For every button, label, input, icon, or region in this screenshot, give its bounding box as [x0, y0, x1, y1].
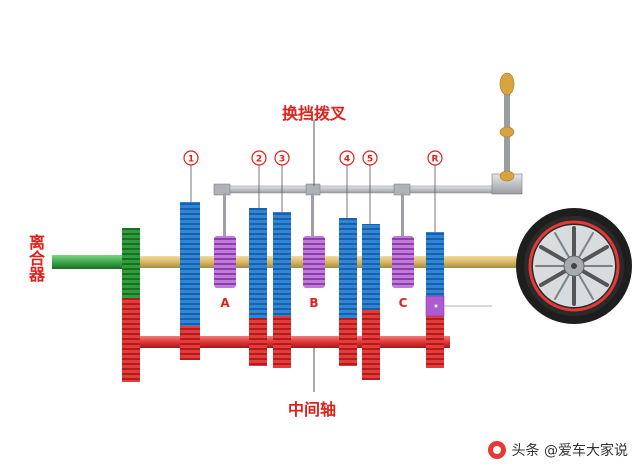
input-gear [122, 228, 140, 298]
gear-2-main [249, 208, 267, 318]
gear-5-main [362, 224, 380, 310]
shift-fork-label: 换挡拨叉 [282, 104, 347, 123]
fork-collar-a [213, 183, 231, 196]
fork-leg-a [223, 193, 226, 237]
clutch-label: 离合器 [26, 234, 45, 282]
gear-r-counter [426, 316, 444, 368]
gear-3-counter [273, 316, 291, 368]
wheel-icon [516, 208, 632, 324]
gear-3-number: 3 [279, 155, 285, 165]
sync-c-label: C [399, 296, 408, 310]
gear-1-main [180, 202, 200, 326]
gear-4-number: 4 [344, 155, 350, 165]
gear-2-counter [249, 318, 267, 366]
gear-4-counter [339, 318, 357, 366]
synchronizer-b [303, 236, 325, 288]
gear-5-number: 5 [367, 155, 373, 165]
gear-3-main [273, 212, 291, 316]
input-shaft [52, 255, 132, 269]
gear-1-counter [180, 326, 200, 360]
gear-number-markers [183, 150, 443, 232]
synchronizer-a [214, 236, 236, 288]
gear-r-number: R [432, 155, 439, 165]
shift-rail [213, 185, 505, 194]
counter-drive-gear [122, 298, 140, 382]
gear-1-number: 1 [188, 155, 194, 165]
sync-b-label: B [309, 296, 318, 310]
countershaft-label: 中间轴 [288, 400, 337, 419]
fork-leg-b [311, 193, 314, 237]
shift-lever-icon [491, 72, 523, 195]
watermark-text: 头条 @爱车大家说 [511, 443, 628, 459]
gear-r-main [426, 232, 444, 296]
gear-5-counter [362, 310, 380, 380]
gear-2-number: 2 [256, 155, 262, 165]
synchronizer-c [392, 236, 414, 288]
gear-4-main [339, 218, 357, 318]
sync-a-label: A [220, 296, 230, 310]
watermark-logo-icon [487, 441, 506, 459]
watermark: 头条 @爱车大家说 [487, 440, 628, 460]
fork-leg-c [401, 193, 404, 237]
